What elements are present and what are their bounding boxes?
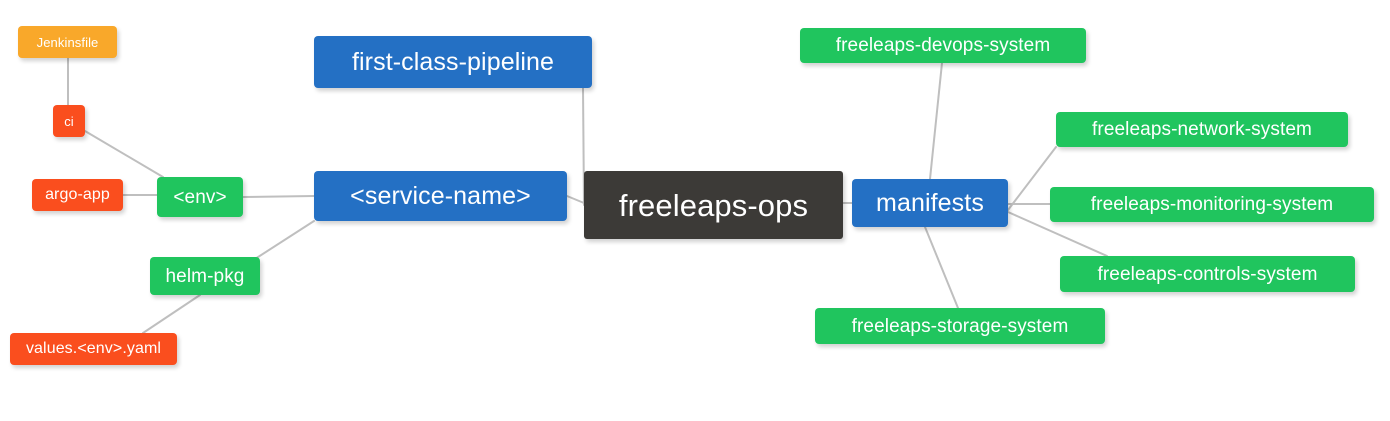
mindmap-node-helm-pkg[interactable]: helm-pkg (150, 257, 260, 295)
edge-helm-pkg-to-values-env-yaml (142, 294, 201, 334)
node-label-manifests: manifests (876, 188, 984, 217)
edge-root-to-service-name (566, 195, 585, 204)
mindmap-node-freeleaps-devops-system[interactable]: freeleaps-devops-system (800, 28, 1086, 63)
mindmap-node-freeleaps-storage-system[interactable]: freeleaps-storage-system (815, 308, 1105, 344)
edge-manifests-to-freeleaps-storage-system (924, 226, 959, 309)
node-label-jenkinsfile: Jenkinsfile (36, 34, 99, 50)
node-label-freeleaps-controls-system: freeleaps-controls-system (1097, 263, 1318, 285)
mindmap-node-ci[interactable]: ci (53, 105, 85, 137)
node-label-freeleaps-network-system: freeleaps-network-system (1092, 119, 1312, 140)
edge-env-to-ci (84, 130, 164, 178)
mindmap-node-freeleaps-controls-system[interactable]: freeleaps-controls-system (1060, 256, 1355, 292)
node-label-freeleaps-monitoring-system: freeleaps-monitoring-system (1090, 194, 1334, 215)
mindmap-node-first-class-pipeline[interactable]: first-class-pipeline (314, 36, 592, 88)
mindmap-node-service-name[interactable]: <service-name> (314, 171, 567, 221)
edge-manifests-to-freeleaps-network-system (1007, 146, 1057, 211)
node-label-freeleaps-storage-system: freeleaps-storage-system (851, 315, 1069, 337)
mindmap-node-env[interactable]: <env> (157, 177, 243, 217)
edge-service-name-to-env (242, 195, 315, 198)
node-label-freeleaps-devops-system: freeleaps-devops-system (835, 35, 1051, 56)
node-label-values-env-yaml: values.<env>.yaml (25, 340, 162, 357)
mindmap-node-argo-app[interactable]: argo-app (32, 179, 123, 211)
node-label-root: freeleaps-ops (618, 187, 809, 223)
edge-manifests-to-freeleaps-devops-system (929, 62, 943, 180)
edge-service-name-to-helm-pkg (254, 220, 315, 260)
mindmap-node-manifests[interactable]: manifests (852, 179, 1008, 227)
mindmap-node-freeleaps-network-system[interactable]: freeleaps-network-system (1056, 112, 1348, 147)
mindmap-node-root[interactable]: freeleaps-ops (584, 171, 843, 239)
node-label-ci: ci (64, 113, 74, 129)
node-label-service-name: <service-name> (350, 181, 531, 210)
node-label-argo-app: argo-app (45, 186, 110, 203)
mindmap-node-values-env-yaml[interactable]: values.<env>.yaml (10, 333, 177, 365)
node-label-helm-pkg: helm-pkg (165, 265, 245, 287)
node-label-env: <env> (173, 186, 227, 208)
mindmap-node-freeleaps-monitoring-system[interactable]: freeleaps-monitoring-system (1050, 187, 1374, 222)
node-label-first-class-pipeline: first-class-pipeline (351, 47, 555, 76)
mindmap-node-jenkinsfile[interactable]: Jenkinsfile (18, 26, 117, 58)
